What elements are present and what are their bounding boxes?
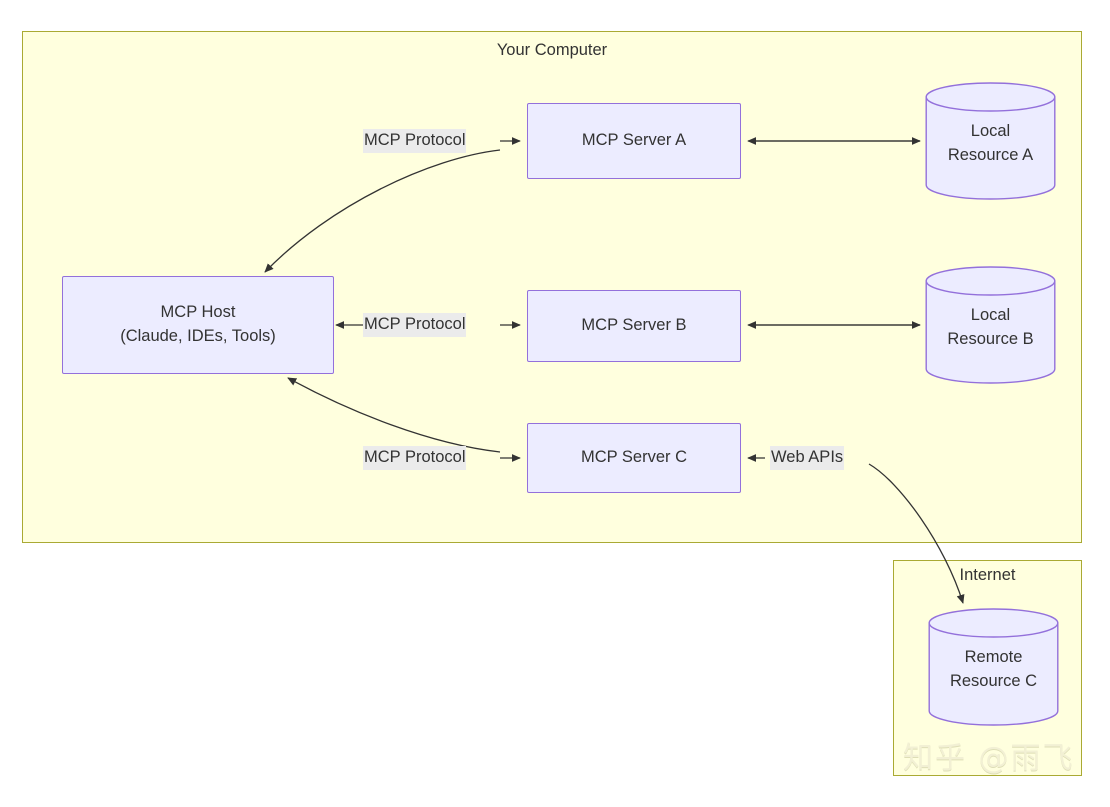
cylinder-shape	[925, 82, 1056, 200]
subgraph-internet-title: Internet	[959, 566, 1016, 584]
node-mcp-server-c[interactable]: MCP Server C	[527, 423, 741, 493]
node-mcp-host-line2: (Claude, IDEs, Tools)	[120, 327, 276, 345]
node-remote-resource-c[interactable]: Remote Resource C	[928, 608, 1059, 726]
edge-label-mcp-protocol-c: MCP Protocol	[363, 446, 467, 470]
edge-label-web-apis: Web APIs	[770, 446, 845, 470]
node-mcp-server-b-label: MCP Server B	[581, 316, 687, 335]
edge-host-to-server-a-curve	[264, 149, 501, 273]
node-mcp-host-line1: MCP Host	[160, 303, 236, 322]
edge-label-mcp-protocol-a: MCP Protocol	[363, 129, 467, 153]
cylinder-shape	[925, 266, 1056, 384]
node-mcp-server-a[interactable]: MCP Server A	[527, 103, 741, 179]
node-local-resource-b[interactable]: Local Resource B	[925, 266, 1056, 384]
node-mcp-host[interactable]: MCP Host (Claude, IDEs, Tools)	[62, 276, 334, 374]
node-mcp-server-c-label: MCP Server C	[580, 448, 688, 467]
edge-web-apis-to-resource-c-curve	[868, 463, 965, 604]
edge-server-c-to-host-curve	[287, 377, 501, 453]
node-mcp-server-b[interactable]: MCP Server B	[527, 290, 741, 362]
node-local-resource-a[interactable]: Local Resource A	[925, 82, 1056, 200]
node-mcp-server-a-label: MCP Server A	[581, 131, 687, 150]
edge-label-mcp-protocol-b: MCP Protocol	[363, 313, 467, 337]
subgraph-your-computer-title: Your Computer	[496, 41, 608, 59]
cylinder-shape	[928, 608, 1059, 726]
